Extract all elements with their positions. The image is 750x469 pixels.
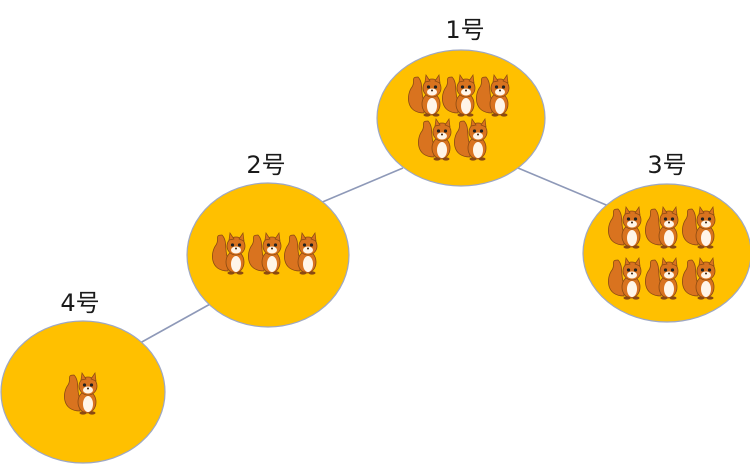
edge-n2-n4 bbox=[139, 302, 213, 344]
squirrel-icon bbox=[645, 257, 679, 300]
node-label-4: 4号 bbox=[60, 289, 100, 317]
squirrel-icon bbox=[454, 118, 488, 161]
squirrel-icon bbox=[248, 232, 282, 275]
squirrel-icon bbox=[682, 206, 716, 249]
node-label-1: 1号 bbox=[445, 16, 485, 44]
tree-node-4 bbox=[0, 320, 166, 464]
squirrel-icon bbox=[476, 74, 510, 117]
tree-node-3 bbox=[582, 183, 750, 323]
edge-n1-n2 bbox=[319, 167, 404, 204]
squirrel-icon bbox=[608, 257, 642, 300]
squirrel-icon bbox=[408, 74, 442, 117]
nodes-layer bbox=[0, 49, 750, 464]
edges-layer bbox=[139, 167, 612, 344]
squirrel-icon bbox=[682, 257, 716, 300]
tree-node-1 bbox=[376, 49, 546, 187]
node-label-3: 3号 bbox=[647, 151, 687, 179]
node-circle-1 bbox=[376, 49, 546, 187]
squirrel-icon bbox=[418, 118, 452, 161]
squirrel-icon bbox=[442, 74, 476, 117]
node-label-2: 2号 bbox=[246, 151, 286, 179]
squirrel-icon bbox=[64, 372, 98, 415]
squirrel-icon bbox=[212, 232, 246, 275]
tree-node-2 bbox=[186, 182, 350, 328]
node-circle-3 bbox=[582, 183, 750, 323]
squirrel-icon bbox=[608, 206, 642, 249]
edge-n1-n3 bbox=[517, 167, 612, 208]
squirrel-icon bbox=[645, 206, 679, 249]
squirrel-icon bbox=[284, 232, 318, 275]
